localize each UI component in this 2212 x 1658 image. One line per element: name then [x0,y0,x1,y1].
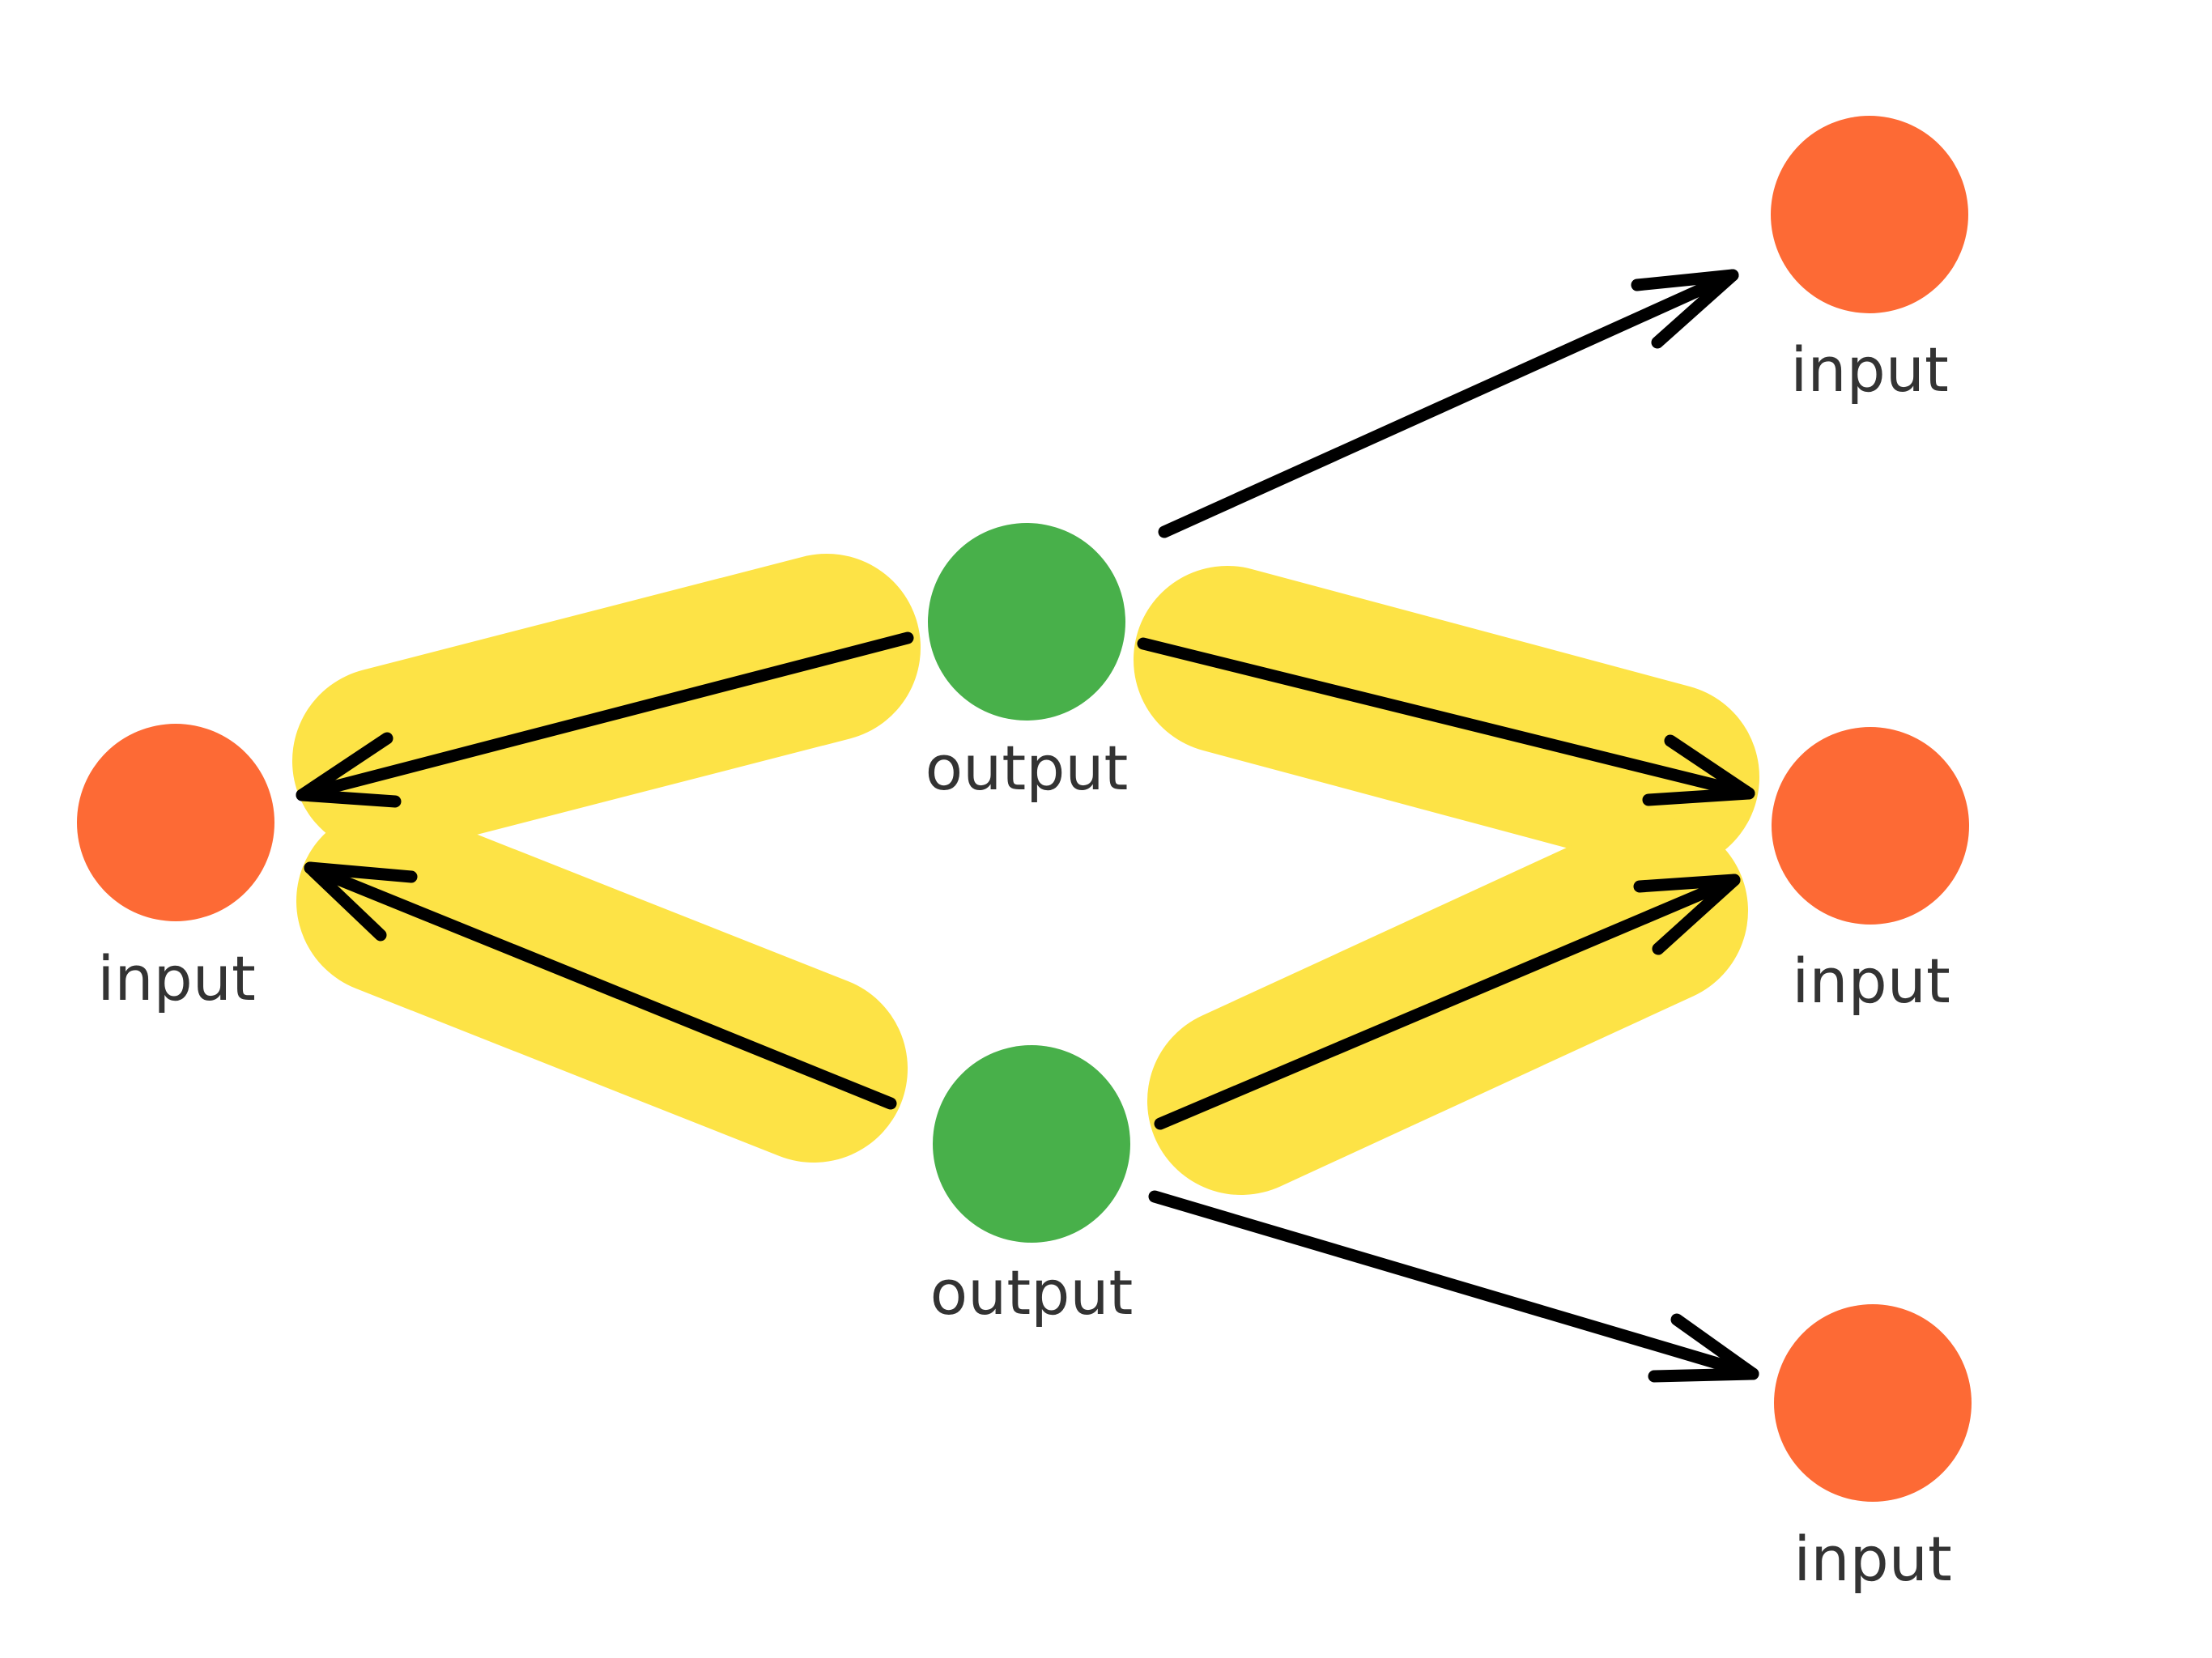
highlight-output-top-to-input-left [292,554,921,855]
arrow-output-top-to-input-middle-right[interactable] [1137,637,1755,806]
node-input-bottom-right[interactable]: input [1774,1304,1972,1595]
arrow-shaft[interactable] [296,631,914,801]
node-label: output [925,732,1129,804]
arrow-output-top-to-input-left[interactable] [296,631,914,808]
arrow-output-bottom-to-input-bottom-right[interactable] [1148,1190,1759,1383]
input-node-circle[interactable] [77,724,274,921]
node-output-bottom[interactable]: output [930,1045,1134,1329]
arrow-output-bottom-to-input-middle-right[interactable] [1154,874,1741,1130]
arrowhead-icon [304,861,418,942]
arrowhead-icon [1633,874,1741,955]
arrow-shaft[interactable] [1158,269,1739,538]
arrow-shaft[interactable] [1137,637,1755,800]
node-label: input [97,942,256,1014]
arrow-shaft[interactable] [304,861,897,1110]
node-label: input [1793,1523,1952,1595]
input-node-circle[interactable] [1772,727,1969,925]
node-output-top[interactable]: output [925,523,1129,804]
input-node-circle[interactable] [1774,1304,1972,1502]
output-node-circle[interactable] [933,1045,1130,1243]
output-node-circle[interactable] [928,523,1125,721]
node-label: output [930,1256,1134,1329]
node-input-middle-right[interactable]: input [1772,727,1969,1017]
arrow-shaft[interactable] [1154,874,1741,1130]
arrowhead-icon [1631,269,1739,349]
arrow-output-bottom-to-input-left[interactable] [304,861,897,1110]
node-label: input [1792,945,1950,1017]
node-input-left[interactable]: input [77,724,274,1014]
input-node-circle[interactable] [1771,116,1968,313]
arrowhead-icon [1642,734,1755,806]
arrow-output-top-to-input-top-right[interactable] [1158,269,1739,538]
node-input-top-right[interactable]: input [1771,116,1968,406]
arrow-shaft[interactable] [1148,1190,1759,1380]
arrowhead-icon [1648,1313,1759,1383]
node-label: input [1790,334,1949,406]
arrowhead-icon [296,732,402,808]
